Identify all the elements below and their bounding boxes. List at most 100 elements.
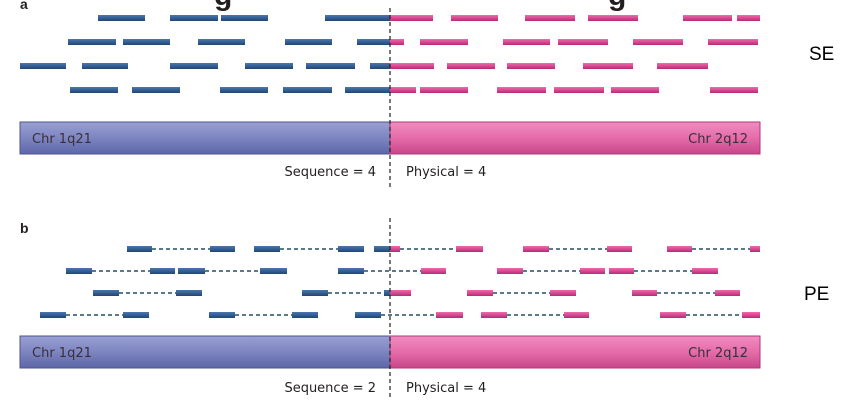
split-read-right-part xyxy=(390,290,411,296)
chr2-read xyxy=(420,87,468,93)
pe-label: PE xyxy=(804,284,829,305)
split-read-right-part xyxy=(390,15,433,21)
chr2-read xyxy=(456,246,483,252)
chr1-read xyxy=(178,268,205,274)
chr2-read xyxy=(451,15,498,21)
svg-text:g: g xyxy=(214,0,232,12)
chr1q21-bar-b xyxy=(19,335,391,369)
chr1-read xyxy=(82,63,128,69)
chr1-read xyxy=(285,39,332,45)
chr2-read xyxy=(742,312,760,318)
chr1-read xyxy=(40,312,66,318)
chr2-read xyxy=(633,39,683,45)
split-read-left-part xyxy=(357,39,390,45)
chr-left-label-b: Chr 1q21 xyxy=(32,346,92,361)
chr1-read xyxy=(170,63,218,69)
chr1-read xyxy=(20,63,66,69)
chr2-read xyxy=(481,312,507,318)
chr2-read xyxy=(550,290,576,296)
physical-count-a: Physical = 4 xyxy=(406,165,486,180)
sequence-count-b: Sequence = 2 xyxy=(284,381,376,396)
split-read-right-part xyxy=(390,246,400,252)
chr2-read xyxy=(421,268,446,274)
chr1-read xyxy=(150,268,175,274)
chr2-read xyxy=(558,39,608,45)
chr-right-label-b: Chr 2q12 xyxy=(688,346,748,361)
split-read-left-part xyxy=(384,290,390,296)
chr1-read xyxy=(338,268,364,274)
chr1-read xyxy=(123,39,170,45)
chr2-read xyxy=(607,246,632,252)
chr2-read xyxy=(632,290,657,296)
chr1-read xyxy=(325,15,372,21)
chr1-read xyxy=(355,312,381,318)
chr2-read xyxy=(692,268,718,274)
chr2-read xyxy=(436,312,463,318)
chr1-read xyxy=(283,87,332,93)
chr1-read xyxy=(176,290,202,296)
chr2-read xyxy=(420,39,468,45)
se-reads xyxy=(20,15,760,93)
chr1-read xyxy=(338,246,364,252)
chr2-read xyxy=(467,290,493,296)
chr2-read xyxy=(523,246,549,252)
se-label: SE xyxy=(809,44,834,65)
chr1-read xyxy=(198,39,245,45)
chr1-read xyxy=(127,246,152,252)
chr2-read xyxy=(657,63,708,69)
chr2-read xyxy=(580,268,605,274)
chr1-read xyxy=(292,312,318,318)
chr2-read xyxy=(447,63,495,69)
pe-reads xyxy=(40,246,760,318)
chr2-read xyxy=(497,87,546,93)
chr1-read xyxy=(93,290,119,296)
chr1-read xyxy=(220,87,268,93)
chr1-read xyxy=(302,290,328,296)
split-read-left-part xyxy=(374,246,390,252)
chr2q12-bar-b xyxy=(389,335,761,369)
chr2-read xyxy=(750,246,760,252)
chr1-read xyxy=(170,15,218,21)
physical-count-b: Physical = 4 xyxy=(406,381,486,396)
chr2-read xyxy=(507,63,555,69)
chr1-read xyxy=(306,63,355,69)
split-read-right-part xyxy=(390,39,404,45)
chr2-read xyxy=(660,312,686,318)
chr2-read xyxy=(708,39,758,45)
chr2-read xyxy=(554,87,604,93)
sequence-count-a: Sequence = 4 xyxy=(284,165,376,180)
split-read-left-part xyxy=(370,63,390,69)
chr2-read xyxy=(583,63,633,69)
pe-pair-links xyxy=(66,248,750,316)
chr2-read xyxy=(588,15,638,21)
chr1-read xyxy=(254,246,280,252)
chr2-read xyxy=(564,312,589,318)
chr1-read xyxy=(245,63,293,69)
chr2-read xyxy=(609,268,634,274)
chr2-read xyxy=(525,15,575,21)
chr2-read xyxy=(715,290,740,296)
split-read-right-part xyxy=(390,63,434,69)
chr2q12-bar-a xyxy=(389,121,761,155)
panel-a-letter: a xyxy=(20,0,28,12)
chr2-read xyxy=(683,15,732,21)
chr1-read xyxy=(132,87,180,93)
chr1-read xyxy=(70,87,118,93)
split-read-right-part xyxy=(390,87,416,93)
chr2-read xyxy=(737,15,760,21)
chr1-read xyxy=(210,246,235,252)
chr1-read xyxy=(68,39,116,45)
chr-right-label-a: Chr 2q12 xyxy=(688,132,748,147)
panel-b-letter: b xyxy=(20,220,29,236)
chr2-read xyxy=(503,39,550,45)
chr-left-label-a: Chr 1q21 xyxy=(32,132,92,147)
chr1-read xyxy=(98,15,145,21)
chr1-read xyxy=(260,268,287,274)
chr2-read xyxy=(611,87,659,93)
chr2-read xyxy=(710,87,758,93)
chr1-read xyxy=(209,312,235,318)
cropped-title-strip: g g xyxy=(214,0,626,12)
split-read-left-part xyxy=(372,15,390,21)
chr1-read xyxy=(221,15,268,21)
